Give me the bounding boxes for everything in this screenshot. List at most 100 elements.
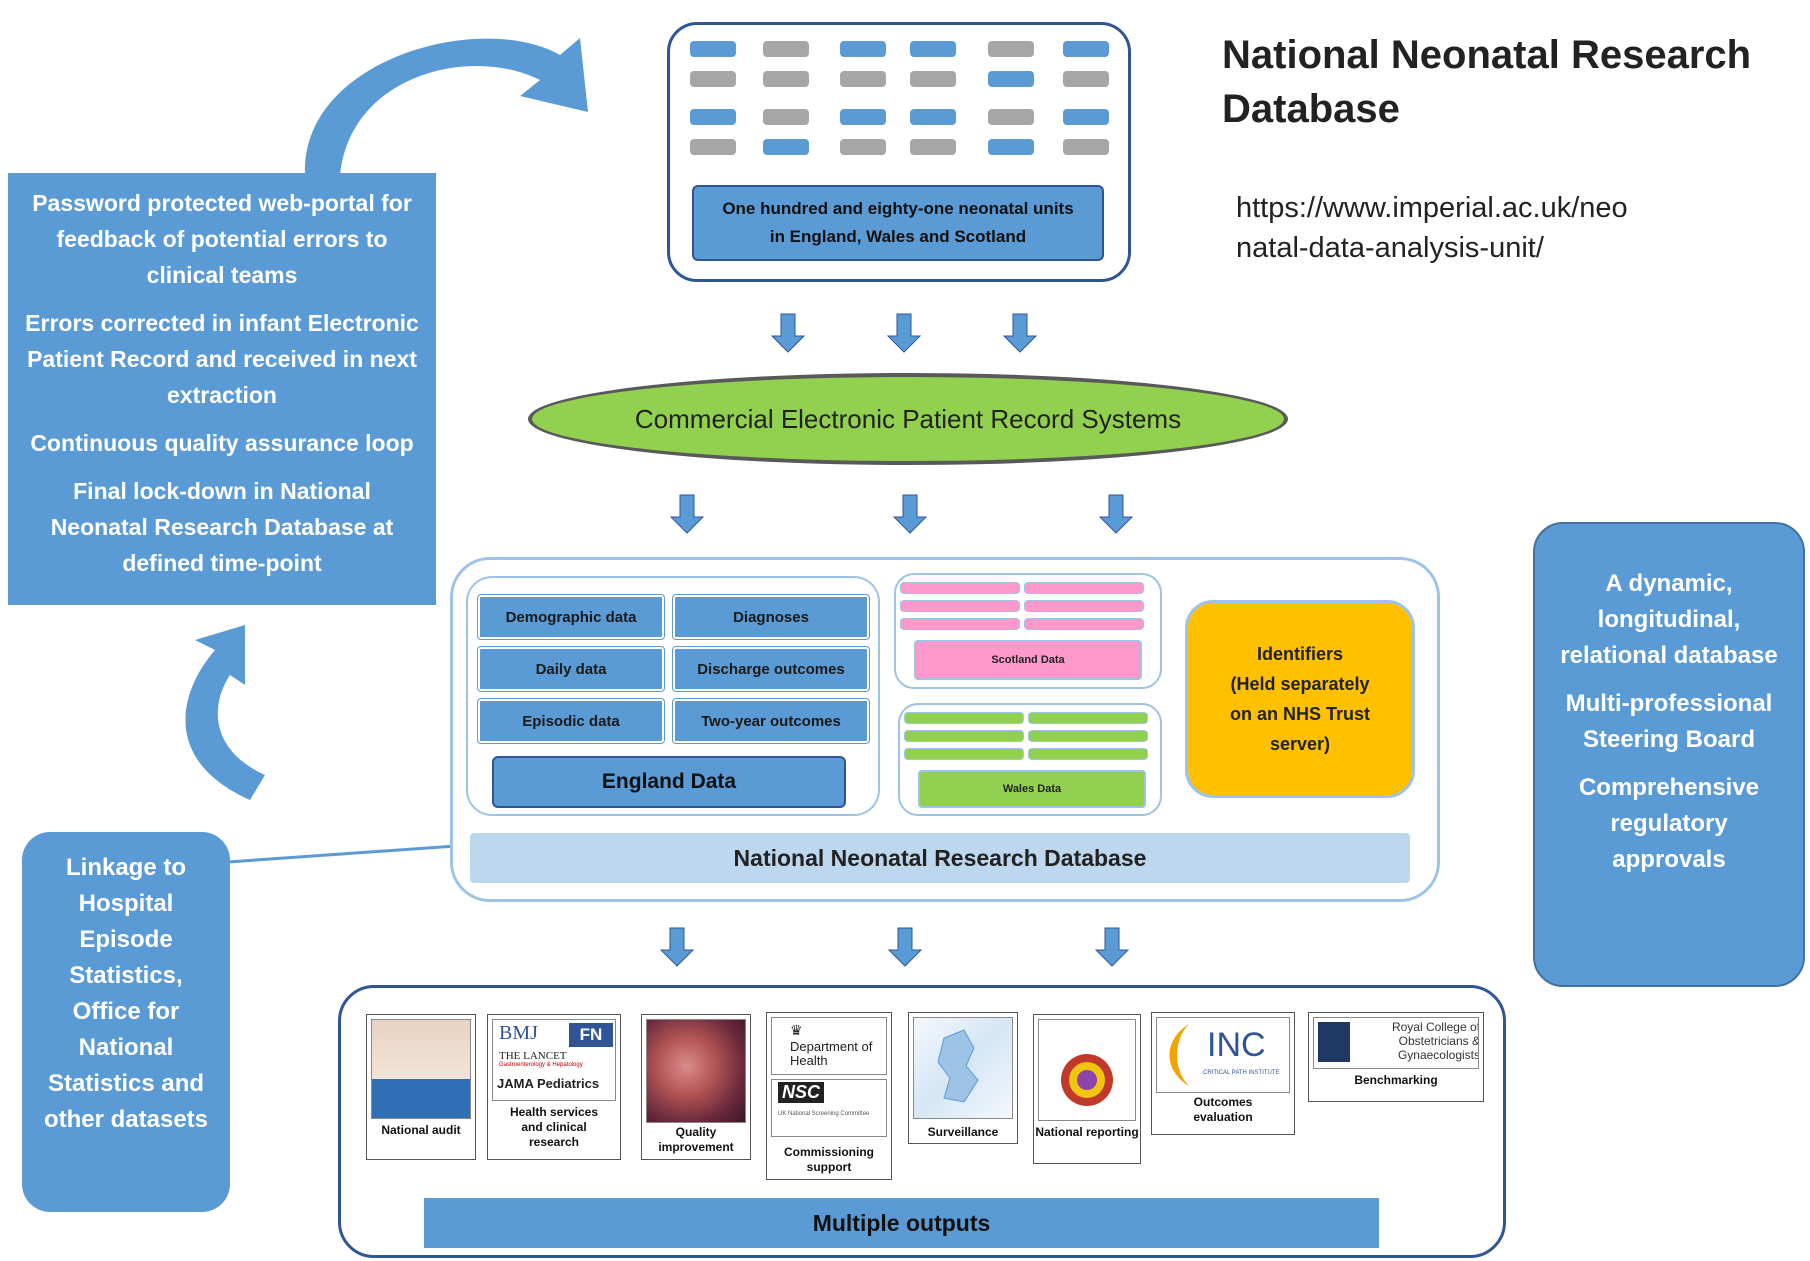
england-tile-two-year: Two-year outcomes: [672, 698, 870, 744]
output-card-benchmarking: Royal College of Obstetricians & Gynaeco…: [1308, 1012, 1484, 1102]
unit-pill: [763, 71, 809, 87]
reporting-emblem-icon: [1061, 1054, 1113, 1106]
scotland-stripe: [1024, 582, 1144, 594]
england-tile-demographic: Demographic data: [477, 594, 665, 640]
nnrd-label-bar: National Neonatal Research Database: [470, 833, 1410, 883]
doh-text: Department of Health: [790, 1039, 873, 1068]
url-text[interactable]: https://www.imperial.ac.uk/neo natal-dat…: [1236, 188, 1756, 268]
wales-data-label: Wales Data: [918, 770, 1146, 808]
output-card-research: BMJ FN THE LANCET Gastroenterology & Hep…: [487, 1014, 621, 1160]
england-tile-diagnoses: Diagnoses: [672, 594, 870, 640]
reporting-image: [1038, 1019, 1136, 1121]
output-caption: National audit: [381, 1123, 461, 1137]
quality-image: [646, 1019, 746, 1123]
unit-pill: [910, 109, 956, 125]
output-caption: Health services and clinical research: [509, 1105, 599, 1149]
identifiers-line: (Held separately: [1230, 674, 1370, 694]
wales-stripe: [1028, 730, 1148, 742]
url-line-2: natal-data-analysis-unit/: [1236, 232, 1544, 264]
unit-pill: [1063, 139, 1109, 155]
wales-stripe: [904, 730, 1024, 742]
output-card-surveillance: Surveillance: [908, 1012, 1018, 1144]
doh-logo: ♛ Department of Health: [771, 1017, 887, 1075]
rcog-shield-icon: [1318, 1022, 1350, 1062]
scotland-stripe: [900, 600, 1020, 612]
top-curved-arrow: [304, 38, 588, 175]
output-card-national-audit: National audit: [366, 1014, 476, 1160]
epr-systems-ellipse: Commercial Electronic Patient Record Sys…: [528, 373, 1288, 465]
left-panel-item: Final lock-down in National Neonatal Res…: [50, 478, 394, 576]
down-arrow: [669, 494, 705, 534]
left-panel-item: Errors corrected in infant Electronic Pa…: [25, 310, 419, 408]
nsc-sub: UK National Screening Committee: [778, 1111, 870, 1117]
wales-stripe: [904, 712, 1024, 724]
down-arrow: [1098, 494, 1134, 534]
unit-pill: [988, 71, 1034, 87]
output-card-national-reporting: National reporting: [1033, 1014, 1141, 1164]
right-panel-item: Multi-professional Steering Board: [1565, 690, 1773, 753]
output-caption: Commissioning support: [783, 1145, 874, 1174]
national-audit-image: [371, 1019, 471, 1119]
identifiers-line: server): [1269, 734, 1331, 754]
unit-pill: [840, 109, 886, 125]
down-arrow: [770, 313, 806, 353]
multiple-outputs-bar: Multiple outputs: [424, 1198, 1379, 1248]
linkage-panel: Linkage to Hospital Episode Statistics, …: [22, 832, 230, 1212]
down-arrow: [886, 313, 922, 353]
left-panel-item: Continuous quality assurance loop: [30, 430, 414, 456]
left-panel-item: Password protected web-portal for feedba…: [32, 190, 412, 288]
scotland-stripe: [1024, 618, 1144, 630]
scotland-box: [894, 573, 1162, 689]
output-card-outcomes: INC CRITICAL PATH INSTITUTE Outcomes eva…: [1151, 1012, 1295, 1135]
england-box: [466, 576, 880, 816]
map-icon: [937, 1029, 979, 1103]
surveillance-map: [913, 1017, 1013, 1119]
unit-pill: [910, 71, 956, 87]
unit-pill: [763, 109, 809, 125]
nsc-text: NSC: [778, 1082, 825, 1103]
england-tile-daily: Daily data: [477, 646, 665, 692]
unit-pill: [840, 41, 886, 57]
inc-logo: INC CRITICAL PATH INSTITUTE: [1156, 1017, 1290, 1093]
unit-pill: [1063, 109, 1109, 125]
england-data-label: England Data: [492, 756, 846, 808]
rcog-text: Royal College of Obstetricians & Gynaeco…: [1391, 1020, 1479, 1062]
units-label: One hundred and eighty-one neonatal unit…: [692, 185, 1104, 261]
output-caption: Surveillance: [927, 1125, 999, 1139]
rcog-logo: Royal College of Obstetricians & Gynaeco…: [1313, 1017, 1479, 1069]
unit-pill: [690, 41, 736, 57]
unit-pill: [988, 109, 1034, 125]
wales-stripe: [904, 748, 1024, 760]
unit-pill: [988, 41, 1034, 57]
bmj-logo: BMJ: [499, 1022, 538, 1044]
scotland-stripe: [900, 618, 1020, 630]
wales-stripe: [1028, 712, 1148, 724]
unit-pill: [690, 139, 736, 155]
england-tile-discharge: Discharge outcomes: [672, 646, 870, 692]
down-arrow: [887, 927, 923, 967]
unit-pill: [763, 41, 809, 57]
wales-box: [898, 703, 1162, 816]
down-arrow: [1002, 313, 1038, 353]
unit-pill: [840, 71, 886, 87]
down-arrow: [892, 494, 928, 534]
research-logos: BMJ FN THE LANCET Gastroenterology & Hep…: [492, 1019, 616, 1101]
lancet-sub: Gastroenterology & Hepatology: [499, 1062, 583, 1068]
inc-text: INC: [1207, 1026, 1266, 1064]
unit-pill: [690, 71, 736, 87]
identifiers-line: on an NHS Trust: [1229, 704, 1370, 724]
unit-pill: [910, 139, 956, 155]
scotland-stripe: [1024, 600, 1144, 612]
left-info-panel: Password protected web-portal for feedba…: [8, 173, 436, 605]
unit-pill: [840, 139, 886, 155]
right-panel-item: A dynamic, longitudinal, relational data…: [1560, 570, 1778, 669]
url-line-1: https://www.imperial.ac.uk/neo: [1236, 192, 1628, 224]
wales-stripe: [1028, 748, 1148, 760]
down-arrow: [1094, 927, 1130, 967]
england-tile-episodic: Episodic data: [477, 698, 665, 744]
output-caption: Outcomes evaluation: [1193, 1095, 1253, 1124]
unit-pill: [988, 139, 1034, 155]
scotland-data-label: Scotland Data: [914, 640, 1142, 680]
crest-icon: ♛: [790, 1022, 803, 1038]
